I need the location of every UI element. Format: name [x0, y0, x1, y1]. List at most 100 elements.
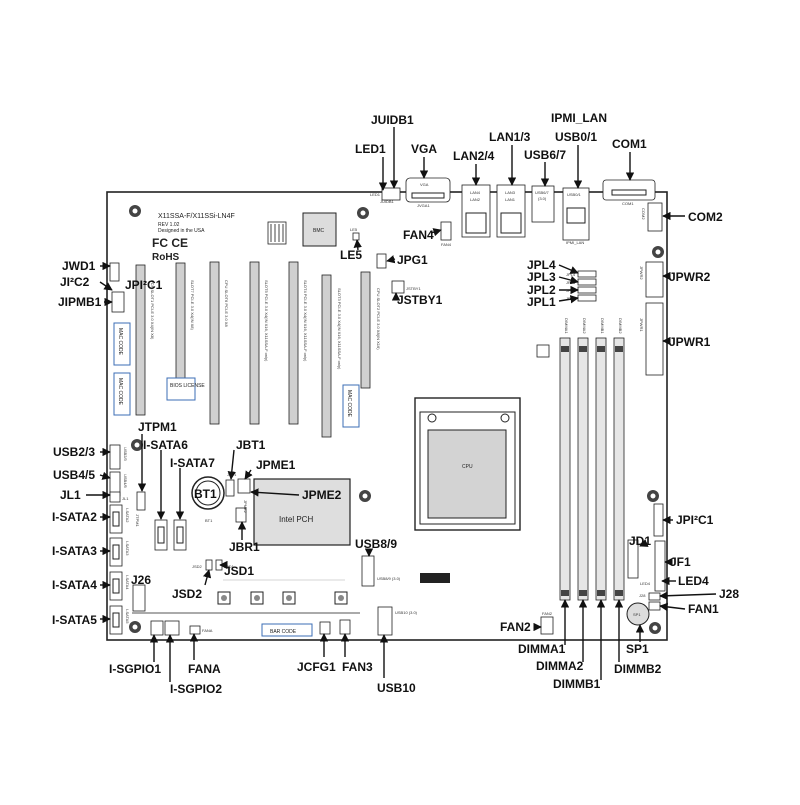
callout-ji2c2: JI²C2 [60, 275, 90, 289]
callout-dimmb1: DIMMB1 [553, 677, 601, 691]
lan1-silk: LAN1 [505, 197, 516, 202]
usb89-silk: USB8/9 (3.0) [377, 576, 401, 581]
callout-jd1: JD1 [629, 534, 651, 548]
callout-jtpm1: JTPM1 [138, 420, 177, 434]
dimma2-silk: DIMMA2 [582, 318, 587, 334]
callout-fan1: FAN1 [688, 602, 719, 616]
jipmb1-connector [111, 291, 125, 313]
fan2-silk: FAN2 [542, 611, 553, 616]
jsd1-silk: JSD1 [224, 564, 235, 569]
jvga1-silk: JVGA1 [417, 203, 430, 208]
callout-jsd2: JSD2 [172, 587, 202, 601]
ipmi-silk: IPMI_LAN [566, 240, 584, 245]
callout-vga: VGA [411, 142, 437, 156]
jpwr2-silk: JPWR2 [639, 266, 644, 280]
callout-dimma1: DIMMA1 [518, 642, 566, 656]
fan2-connector [540, 616, 554, 635]
callout-jpg1: JPG1 [397, 253, 428, 267]
dimm-slots [559, 337, 625, 601]
callout-jbt1: JBT1 [236, 438, 266, 452]
callout-lan24: LAN2/4 [453, 149, 495, 163]
pcie-slot-5 [249, 261, 260, 425]
mac-code-box-3 [342, 384, 360, 428]
callout-jstby1: JSTBY1 [397, 293, 443, 307]
small-jumper [536, 344, 550, 358]
callout-lan13: LAN1/3 [489, 130, 531, 144]
slot6-label: CPU SLOT6 PCI-E 3.0 X8 [224, 280, 229, 327]
callout-fan2: FAN2 [500, 620, 531, 634]
m2-slot [420, 573, 450, 583]
callout-com2: COM2 [688, 210, 723, 224]
jpl4-silk: JPL4 [566, 272, 576, 277]
mac-code-box-2 [113, 372, 131, 416]
jpme-jumpers [237, 478, 251, 494]
dimmb1-silk: DIMMB1 [600, 318, 605, 334]
callout-jpwr1: JPWR1 [669, 335, 711, 349]
bmc-chip: BMC [267, 212, 337, 247]
jbt1-jumper [225, 479, 235, 497]
fana-connector [189, 625, 201, 635]
callout-usb89: USB8/9 [355, 537, 397, 551]
usb10-silk: USB10 (3.0) [395, 610, 418, 615]
mac-code-box-1 [113, 322, 131, 366]
isata2-silk: I-SATA2 [125, 508, 130, 523]
rohs-logo: RoHS [152, 252, 180, 263]
callout-isata5: I-SATA5 [52, 613, 97, 627]
pcie-slot-4 [288, 261, 299, 425]
lan3-silk: LAN3 [505, 190, 516, 195]
callout-isata6: I-SATA6 [143, 438, 188, 452]
callout-bt1: BT1 [194, 487, 217, 501]
callout-usb01: USB0/1 [555, 130, 597, 144]
bt1-silk: BT1 [205, 518, 213, 523]
callout-isata7: I-SATA7 [170, 456, 215, 470]
callout-jbr1: JBR1 [229, 540, 260, 554]
j28-silk: J28 [639, 593, 646, 598]
bar-code-box [261, 623, 313, 637]
callout-isata4: I-SATA4 [52, 578, 97, 592]
usb23-header [109, 444, 121, 470]
cpu-socket: CPU [414, 397, 521, 531]
callout-led1: LED1 [355, 142, 386, 156]
jtpm1-header [136, 491, 146, 511]
callout-j26: J26 [131, 573, 151, 587]
com1-silk: COM1 [622, 201, 634, 206]
jd1-header [627, 539, 639, 579]
callout-jpl4: JPL4 [527, 258, 556, 272]
callout-jl1: JL1 [60, 488, 81, 502]
juidb1-silk: JUIDB1 [380, 199, 395, 204]
callout-le5: LE5 [340, 248, 362, 262]
pch-label: Intel PCH [279, 515, 313, 524]
usb10-header [377, 606, 393, 636]
callout-jipmb1: JIPMB1 [58, 295, 102, 309]
isgpio1-header [150, 620, 164, 636]
callout-isata2: I-SATA2 [52, 510, 97, 524]
jpwr2-connector [645, 261, 664, 298]
board-rev-text: REV 1.02 [158, 222, 180, 228]
callout-jpl1: JPL1 [527, 295, 556, 309]
callout-jpi2c1-left: JPI²C1 [125, 278, 163, 292]
jpwr1-connector [645, 302, 664, 376]
callout-isata3: I-SATA3 [52, 544, 97, 558]
pch-chip: Intel PCH [253, 478, 351, 546]
callout-arrows [86, 127, 717, 682]
callout-isgpio1: I-SGPIO1 [109, 662, 161, 676]
callout-jpi2c1-right: JPI²C1 [676, 513, 714, 527]
jwd1-jumper [109, 262, 120, 282]
led4-silk: LED4 [640, 581, 651, 586]
usb67-silk: USB6/7 [535, 190, 550, 195]
jl1-silk: JL1 [122, 496, 129, 501]
dimmb2-silk: DIMMB2 [618, 318, 623, 334]
fan1-connector [648, 601, 661, 611]
callout-fana: FANA [188, 662, 221, 676]
callout-jpl3: JPL3 [527, 270, 556, 284]
rear-io [381, 177, 663, 241]
slot5-label: SLOT5 PCI-E 3.0 X4(IN X16, X11SSA-F only… [264, 280, 269, 362]
jtpm1-silk: JTPM1 [135, 514, 140, 527]
mounting-holes [129, 205, 664, 634]
mac-code-label-1: MAC CODE [117, 328, 123, 356]
callout-dimma2: DIMMA2 [536, 659, 584, 673]
bmc-label: BMC [313, 228, 325, 234]
le5-silk: LE5 [350, 227, 358, 232]
jpi2c1-header [653, 503, 664, 537]
